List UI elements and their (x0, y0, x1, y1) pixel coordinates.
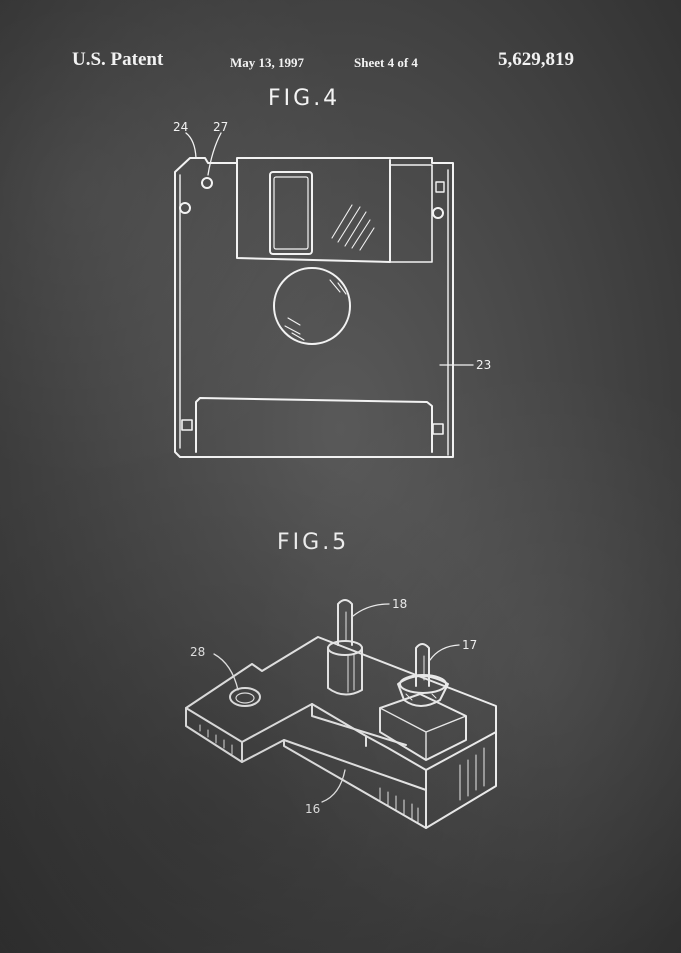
pin17-shading (405, 655, 437, 701)
top-right-tab (435, 181, 445, 193)
header-patent-number: 5,629,819 (498, 49, 574, 70)
label-area (195, 397, 433, 453)
leader-24 (185, 132, 197, 159)
pin18-rod (337, 599, 353, 646)
write-protect-hole (201, 177, 213, 189)
label-28: 28 (190, 645, 205, 659)
header-sheet-number: Sheet 4 of 4 (354, 55, 418, 70)
block-bottom-edge (283, 739, 427, 829)
block-step-edge (311, 703, 407, 747)
leader-18 (352, 603, 390, 617)
fig4-title: FIG.4 (268, 86, 341, 111)
label-23: 23 (476, 358, 491, 372)
floppy-disk-drawing: 24 27 23 (173, 120, 491, 458)
leader-17 (429, 644, 460, 661)
notch-hole (179, 202, 191, 214)
label-17: 17 (462, 638, 477, 652)
pin17-pedestal (379, 693, 467, 761)
shutter-outline (236, 159, 391, 263)
disk-inner-edge (179, 169, 449, 456)
pin17-rod (415, 643, 430, 687)
disk-outline (174, 157, 454, 458)
hub-hatch (284, 279, 347, 341)
shutter-window (269, 171, 313, 255)
pin18-base-top (327, 640, 363, 656)
corner-square-left (181, 419, 193, 431)
header-date: May 13, 1997 (230, 55, 305, 70)
shutter-right-recess (389, 164, 433, 263)
label-16: 16 (305, 802, 320, 816)
pin17-cone (397, 675, 449, 707)
positioning-block-drawing: 18 17 28 16 (185, 597, 497, 829)
leader-27 (207, 132, 222, 176)
label-24: 24 (173, 120, 188, 134)
block-right-front-face (425, 731, 497, 829)
label-18: 18 (392, 597, 407, 611)
corner-square-right (432, 423, 444, 435)
right-hole (432, 207, 444, 219)
pin18-base-cylinder (327, 647, 363, 696)
bore-hole (229, 687, 261, 707)
block-left-front-face (185, 707, 243, 763)
bore-hole-inner (235, 692, 255, 704)
block-left-side-face (241, 739, 427, 791)
shutter-window-inner (273, 176, 309, 250)
shutter-shine-hatch (331, 204, 375, 251)
disk-hub (273, 267, 351, 345)
block-shading-hatch (199, 724, 485, 824)
label-27: 27 (213, 120, 228, 134)
pin17-pedestal-top (379, 707, 467, 761)
pin17-cone-top (399, 674, 447, 694)
header-patent-label: U.S. Patent (72, 49, 164, 70)
leader-16 (321, 769, 346, 803)
leader-28 (213, 653, 239, 691)
fig5-title: FIG.5 (277, 530, 350, 555)
block-top-surface (185, 636, 497, 771)
pin18-shading (345, 611, 355, 693)
